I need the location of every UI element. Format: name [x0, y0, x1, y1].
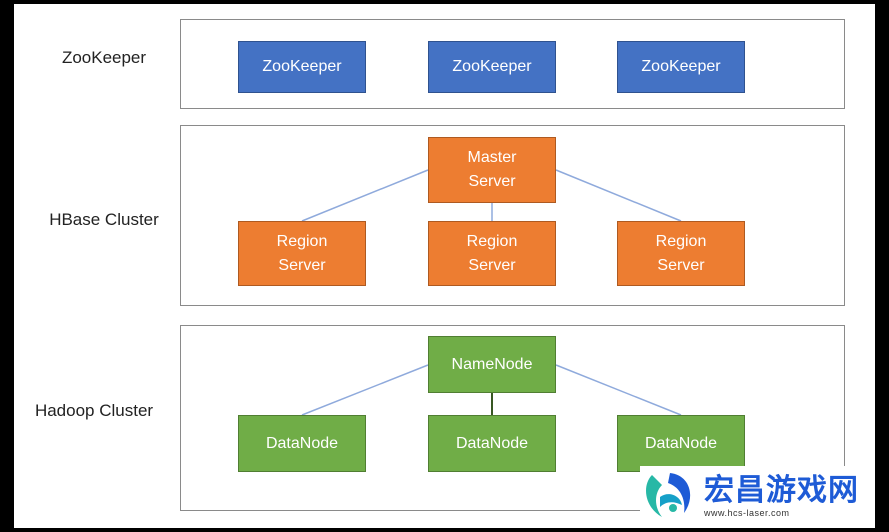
hadoop-datanode-2: DataNode [428, 415, 556, 472]
watermark-logo-icon [646, 473, 691, 517]
hbase-region-server-1: Region Server [238, 221, 366, 286]
watermark-title: 宏昌游戏网 [704, 473, 859, 508]
hbase-layer-label: HBase Cluster [49, 210, 159, 229]
zookeeper-node-1: ZooKeeper [238, 41, 366, 93]
watermark: 宏昌游戏网 www.hcs-laser.com [640, 466, 876, 526]
hbase-master-server: Master Server [428, 137, 556, 203]
hadoop-connector-right [555, 364, 682, 416]
zookeeper-node-2: ZooKeeper [428, 41, 556, 93]
zookeeper-node-3: ZooKeeper [617, 41, 745, 93]
hadoop-layer-label: Hadoop Cluster [34, 401, 154, 420]
hbase-connector-right [555, 169, 682, 222]
watermark-url: www.hcs-laser.com [704, 508, 790, 518]
hadoop-datanode-1: DataNode [238, 415, 366, 472]
hadoop-namenode: NameNode [428, 336, 556, 393]
hbase-region-server-3: Region Server [617, 221, 745, 286]
zookeeper-layer-label: ZooKeeper [61, 48, 147, 67]
hbase-region-server-2: Region Server [428, 221, 556, 286]
hbase-connector-left [301, 169, 429, 222]
hadoop-connector-left [301, 364, 429, 416]
hadoop-datanode-3: DataNode [617, 415, 745, 472]
